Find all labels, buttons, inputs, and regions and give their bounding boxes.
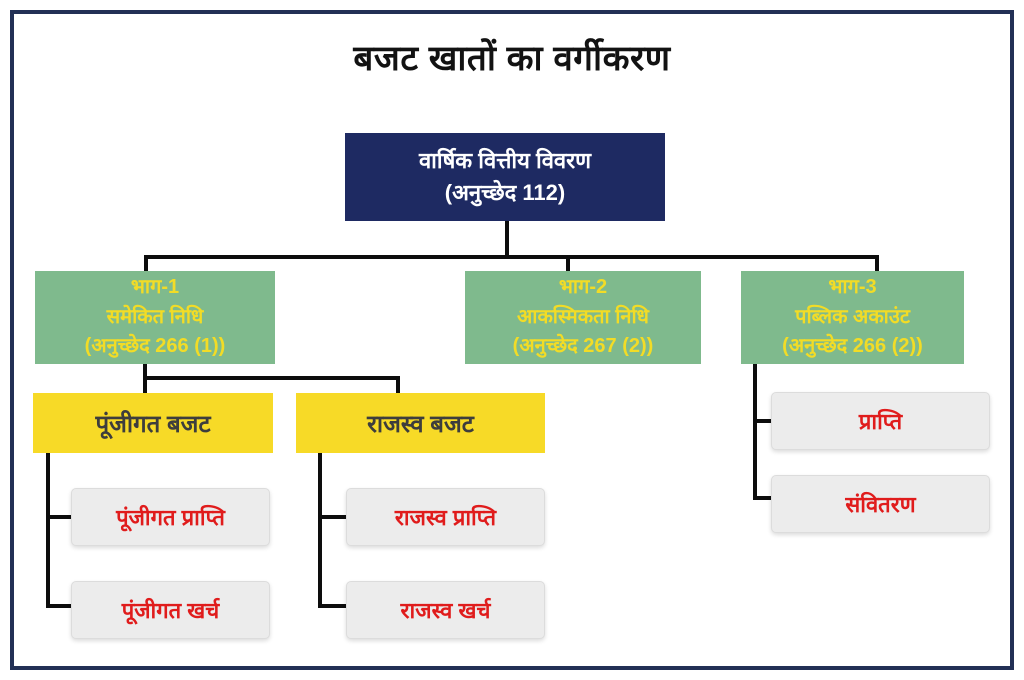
root-node-annual-financial-statement: वार्षिक वित्तीय विवरण (अनुच्छेद 112) xyxy=(345,133,665,221)
leaf-capital-expenditure-label: पूंजीगत खर्च xyxy=(121,598,220,623)
connector-budgets-hbar xyxy=(143,376,400,380)
part3-line3: (अनुच्छेद 266 (2)) xyxy=(782,335,923,358)
outer-frame xyxy=(10,10,1014,670)
connector-drop-revenue-budget xyxy=(396,380,400,393)
connector-stub-capital-receipt xyxy=(50,515,72,519)
part3-line1: भाग-3 xyxy=(828,276,877,299)
part2-line3: (अनुच्छेद 267 (2)) xyxy=(512,335,654,358)
part1-line2: समेकित निधि xyxy=(106,305,204,328)
capital-budget-node: पूंजीगत बजट xyxy=(33,393,273,453)
connector-stub-public-receipt xyxy=(757,419,772,423)
capital-budget-label: पूंजीगत बजट xyxy=(95,410,211,438)
diagram-title: बजट खातों का वर्गीकरण xyxy=(353,39,671,78)
leaf-public-disbursement: संवितरण xyxy=(771,475,990,533)
part2-line2: आकस्मिकता निधि xyxy=(517,305,649,328)
connector-drop-part2 xyxy=(566,259,570,272)
connector-stub-revenue-expenditure xyxy=(322,604,347,608)
connector-part3-spine xyxy=(753,364,757,500)
part3-line2: पब्लिक अकाउंट xyxy=(795,305,910,328)
part3-node-public-account: भाग-3 पब्लिक अकाउंट (अनुच्छेद 266 (2)) xyxy=(741,271,964,364)
root-node-line1: वार्षिक वित्तीय विवरण xyxy=(418,148,592,174)
part1-line3: (अनुच्छेद 266 (1)) xyxy=(84,335,226,358)
leaf-public-receipt-label: प्राप्ति xyxy=(858,409,903,434)
leaf-capital-receipt: पूंजीगत प्राप्ति xyxy=(71,488,270,546)
leaf-revenue-receipt: राजस्व प्राप्ति xyxy=(346,488,545,546)
connector-stub-capital-expenditure xyxy=(50,604,72,608)
leaf-capital-expenditure: पूंजीगत खर्च xyxy=(71,581,270,639)
connector-revenue-spine xyxy=(318,453,322,608)
leaf-public-receipt: प्राप्ति xyxy=(771,392,990,450)
leaf-revenue-expenditure-label: राजस्व खर्च xyxy=(400,598,491,623)
revenue-budget-node: राजस्व बजट xyxy=(296,393,545,453)
connector-capital-spine xyxy=(46,453,50,608)
part2-node-contingency-fund: भाग-2 आकस्मिकता निधि (अनुच्छेद 267 (2)) xyxy=(465,271,701,364)
leaf-revenue-receipt-label: राजस्व प्राप्ति xyxy=(394,505,497,530)
connector-stub-public-disbursement xyxy=(757,496,772,500)
revenue-budget-label: राजस्व बजट xyxy=(367,410,474,438)
part1-node-consolidated-fund: भाग-1 समेकित निधि (अनुच्छेद 266 (1)) xyxy=(35,271,275,364)
leaf-capital-receipt-label: पूंजीगत प्राप्ति xyxy=(116,505,225,530)
leaf-revenue-expenditure: राजस्व खर्च xyxy=(346,581,545,639)
connector-root-stem xyxy=(505,221,509,259)
connector-drop-part1 xyxy=(144,259,148,272)
part1-line1: भाग-1 xyxy=(130,276,180,299)
connector-stub-revenue-receipt xyxy=(322,515,347,519)
part2-line1: भाग-2 xyxy=(558,276,608,299)
connector-parts-hbar xyxy=(144,255,879,259)
root-node-line2: (अनुच्छेद 112) xyxy=(444,180,566,205)
leaf-public-disbursement-label: संवितरण xyxy=(845,492,916,517)
connector-drop-part3 xyxy=(875,259,879,272)
